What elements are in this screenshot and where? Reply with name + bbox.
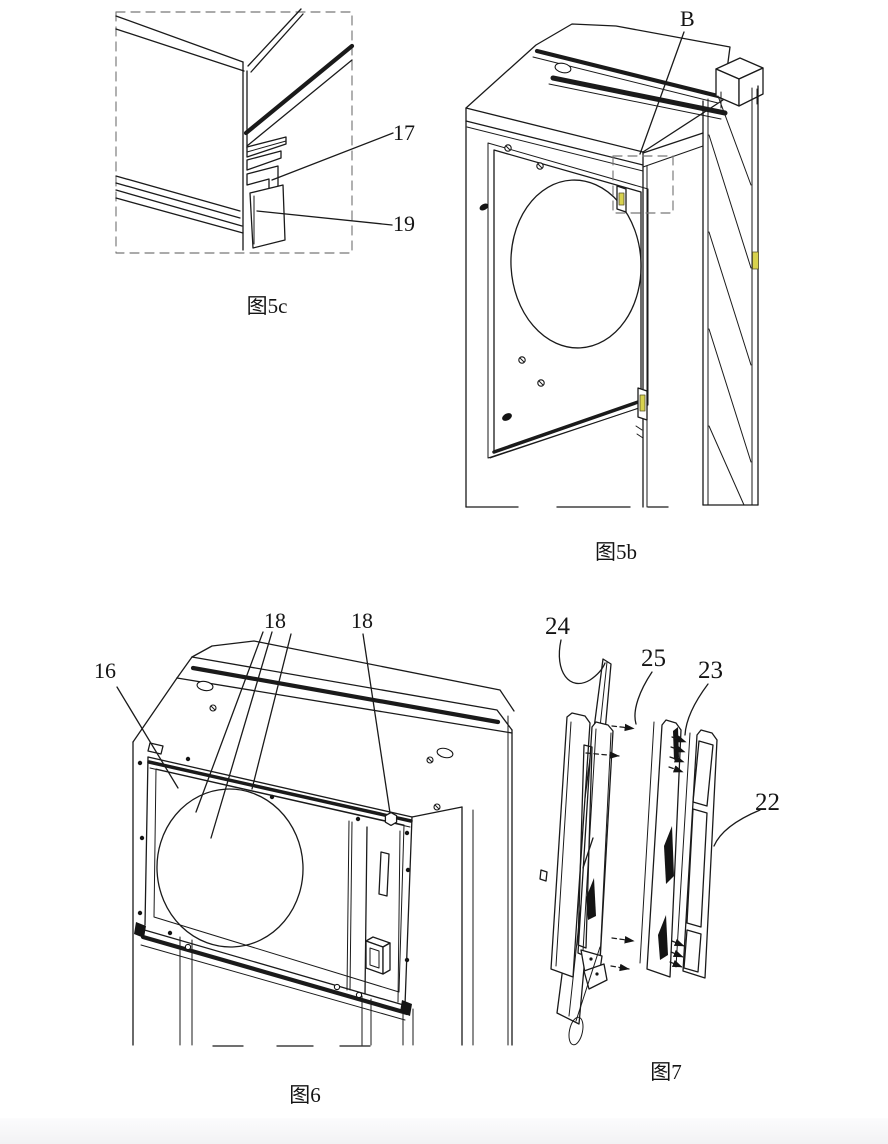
fig5b-ventilation-grille [510, 179, 642, 349]
fig7-label-25: 25 [641, 645, 666, 672]
fig5c-label-19: 19 [393, 211, 415, 236]
fig7-caption: 图7 [650, 1060, 682, 1084]
fig5c-cabinet-corner [115, 8, 355, 251]
fig5b-door-post [702, 85, 759, 506]
fig5b-cabinet-roof [465, 23, 731, 172]
fig7-assembly-arrows [585, 723, 687, 972]
fig6-caption: 图6 [289, 1083, 321, 1107]
fig6-connector-strip [378, 851, 390, 897]
fig5b-label-B: B [680, 6, 695, 31]
fig7-label-23: 23 [698, 657, 723, 684]
fig5b-detail-box-B: B [612, 6, 695, 214]
fig5c-clip-17 [246, 136, 287, 171]
fig7-label-24: 24 [545, 613, 571, 640]
fig6-label-18-right: 18 [351, 608, 373, 633]
fig5b-top-beam-cap [715, 57, 764, 109]
fig5b-latch-bottom [635, 387, 648, 439]
fig6-frame [132, 715, 513, 1047]
fig7-front-plate [539, 712, 591, 978]
fig5b-latch-top [616, 185, 627, 213]
fig6-ventilation-grille [156, 788, 304, 948]
fig6-junction-box [365, 936, 391, 975]
fig7-drawing: 24 25 23 22 图7 [539, 613, 780, 1084]
fig6-corner-notch [147, 742, 164, 755]
fig5b-drawing: B 图5b [465, 6, 764, 564]
fig7-annotations: 24 25 23 22 [545, 613, 780, 847]
fig7-label-22: 22 [755, 789, 780, 816]
fig6-roof-assembly [132, 640, 515, 764]
fig6-label-16: 16 [94, 658, 116, 683]
fig5c-caption: 图5c [247, 294, 288, 318]
fig6-drawing: 16 18 18 图6 [94, 608, 515, 1107]
fig5c-label-17: 17 [393, 120, 415, 145]
fig6-hex-fastener [384, 811, 398, 827]
fig6-grille-panel [134, 756, 413, 1021]
fig7-filter-panel-25 [568, 721, 614, 1046]
fig5c-drawing: 17 19 图5c [115, 8, 415, 318]
fig5c-bracket-19 [246, 165, 286, 249]
fig5c-detail-boundary [115, 11, 353, 254]
fig5c-annotations: 17 19 [256, 120, 415, 236]
fig7-louver-panel-22 [675, 729, 718, 979]
fig7-middle-panel-23 [639, 719, 682, 978]
fig5b-front-face [465, 107, 669, 508]
fig6-label-18-left: 18 [264, 608, 286, 633]
fig5b-hinge [752, 251, 759, 270]
page-footer-band [0, 1118, 888, 1144]
fig5b-caption: 图5b [595, 540, 637, 564]
fig6-annotations: 16 18 18 [94, 608, 391, 839]
